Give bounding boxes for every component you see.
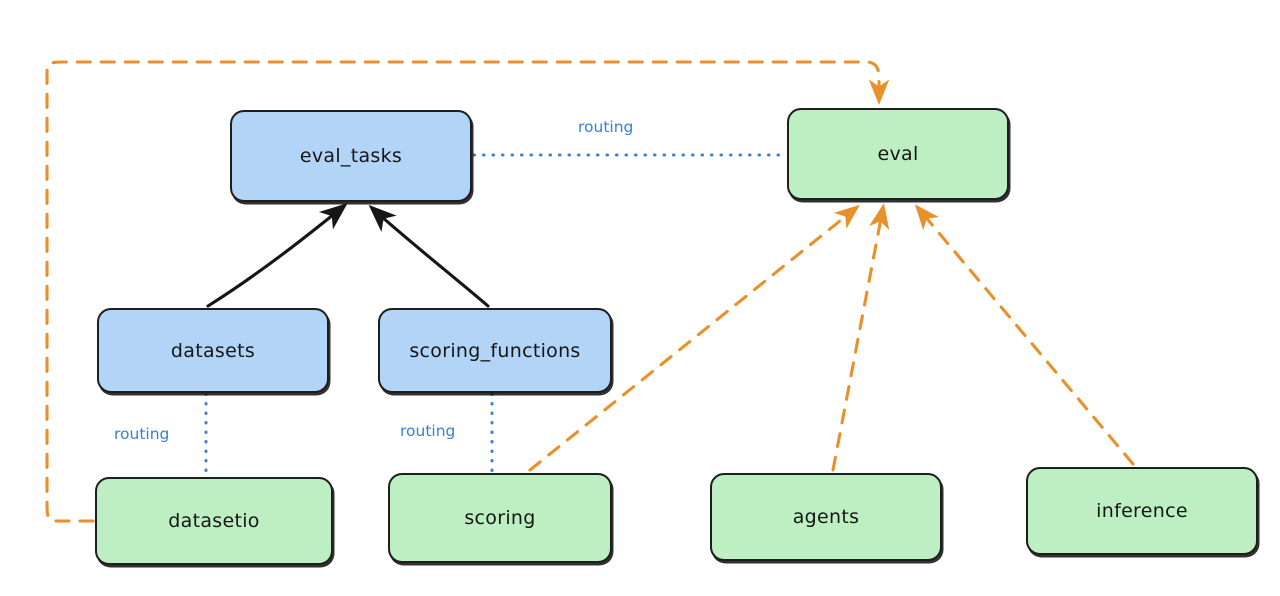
node-eval-tasks[interactable]: eval_tasks <box>230 110 472 202</box>
edge-scoring_functions-to-eval_tasks <box>368 204 490 308</box>
edge-inference-to-eval <box>914 204 1135 466</box>
node-label: datasets <box>170 339 256 362</box>
node-datasets[interactable]: datasets <box>97 308 329 393</box>
node-label: agents <box>792 506 860 528</box>
node-label: eval_tasks <box>299 145 403 167</box>
edge-label-routing-datasets-datasetio: routing <box>114 425 170 443</box>
edge-label-routing-eval-tasks-eval: routing <box>578 118 634 136</box>
node-scoring-functions[interactable]: scoring_functions <box>378 308 612 393</box>
node-label: datasetio <box>168 510 260 532</box>
node-agents[interactable]: agents <box>710 473 942 561</box>
node-eval[interactable]: eval <box>787 108 1009 200</box>
node-label: scoring_functions <box>409 339 581 362</box>
edge-agents-to-eval <box>831 203 890 472</box>
edge-label-routing-scoring-functions-scoring: routing <box>400 422 456 440</box>
edge-datasets-to-eval_tasks <box>206 203 348 308</box>
node-label: scoring <box>464 507 536 529</box>
node-datasetio[interactable]: datasetio <box>95 477 333 565</box>
node-label: eval <box>877 143 919 165</box>
node-label: inference <box>1096 500 1188 522</box>
node-inference[interactable]: inference <box>1026 467 1258 555</box>
node-scoring[interactable]: scoring <box>388 473 612 563</box>
